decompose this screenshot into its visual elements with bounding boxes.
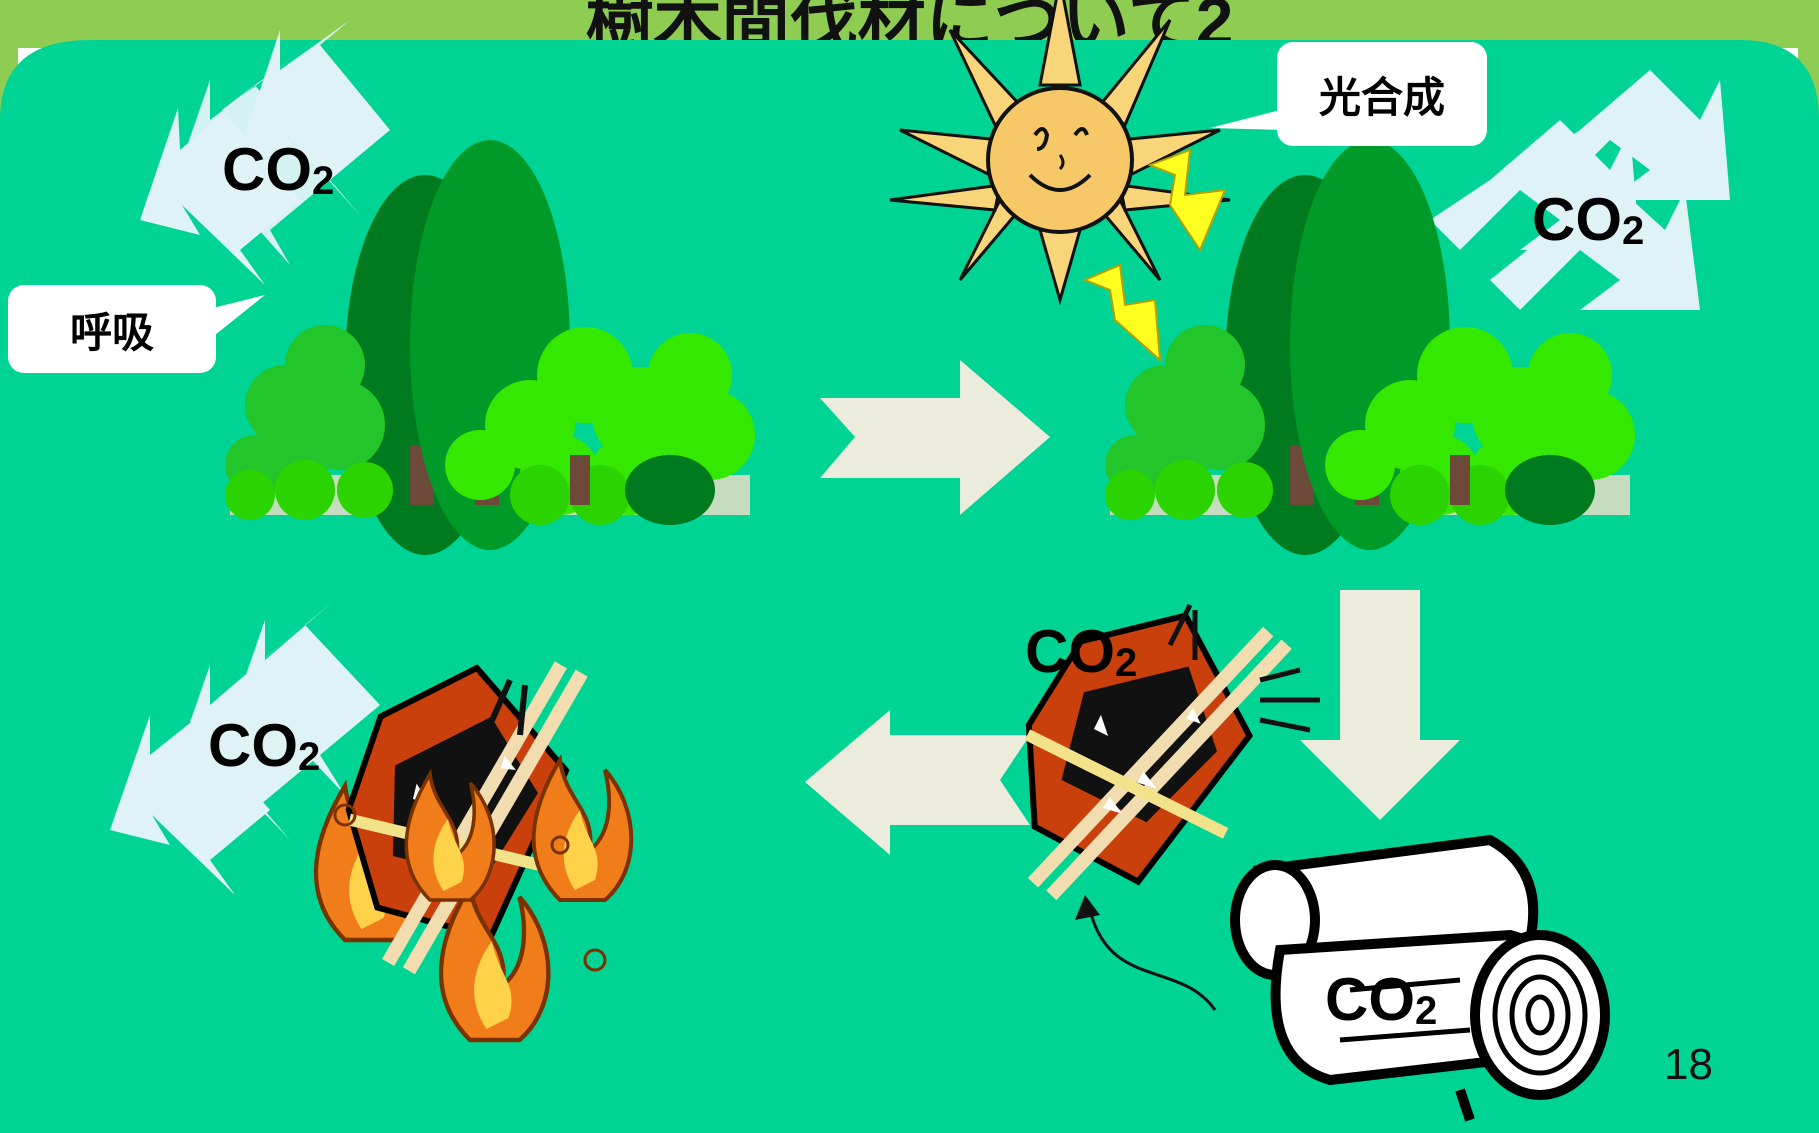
bubble-tail-respiration [205,295,265,335]
respiration-label: 呼吸 [69,308,154,356]
motion-lines [1167,603,1320,733]
photosynthesis-bubble: 光合成 [1277,42,1487,146]
co2-label-respiration: CO2 [222,136,335,203]
lightning-icon [1147,148,1227,253]
respiration-bubble: 呼吸 [8,285,216,373]
curved-connector [1088,909,1217,1011]
co2-label-absorption: CO2 [1532,186,1645,253]
log-icon [1230,834,1610,1122]
cycle-arrow-down [1300,590,1460,820]
co2-emission-arrows-top [140,20,390,285]
co2-label-log: CO2 [1325,966,1438,1033]
photosynthesis-label: 光合成 [1318,73,1445,121]
co2-emission-arrows-bottom [110,600,380,895]
co2-label-firewood: CO2 [1025,618,1138,685]
burning-firewood [316,659,634,1040]
cycle-arrow-left [805,710,1030,855]
cycle-arrow-right [820,360,1050,515]
lightning-icon [1082,263,1162,363]
bubble-tail-photosynthesis [1210,110,1285,130]
page-number: 18 [1664,1040,1713,1089]
co2-label-burning: CO2 [208,712,321,779]
co2-absorption-arrows [1430,70,1730,310]
